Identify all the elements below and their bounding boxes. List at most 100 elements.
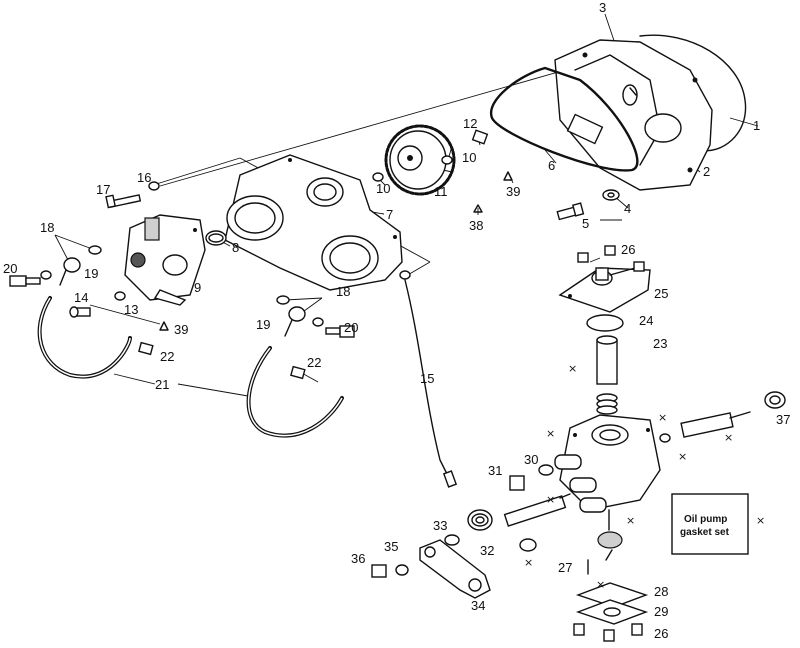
part-3-pin [629,87,637,96]
part-2-cover-housing [554,39,713,191]
callout-38: 38 [469,218,483,233]
callout-4: 4 [624,201,631,216]
callout-35: 35 [384,539,398,554]
callout-7: 7 [386,207,393,222]
callout-20a: 20 [3,261,17,276]
part-24-o-ring [586,314,624,332]
part-39-key-b [159,321,169,331]
part-6-belt [489,66,639,172]
part-25-cover [558,267,651,313]
part-14-check-valve [69,306,91,318]
part-38-key [473,204,483,213]
part-9-oil-pump [124,214,206,306]
part-37-seal [764,391,786,409]
callout-39b: 39 [174,322,188,337]
callout-3: 3 [599,0,606,15]
callout-33: 33 [433,518,447,533]
kit-mark: × [546,493,555,506]
part-23-piston [596,335,618,385]
part-36-nut [371,564,387,578]
kit-label-line1: Oil pump [684,514,727,525]
callout-2: 2 [703,164,710,179]
kit-mark: × [546,427,555,440]
part-26-screws-top [577,245,645,272]
kit-mark: × [756,514,765,527]
callout-17: 17 [96,182,110,197]
callout-26a: 26 [621,242,635,257]
part-10-washer-b [372,172,384,182]
part-4-washer [602,189,620,201]
part-33-washer [444,534,460,546]
part-21-oil-hose-a [37,296,132,379]
callout-18a: 18 [40,220,54,235]
callout-20b: 20 [344,320,358,335]
part-32-spring [467,509,493,531]
kit-mark: × [568,362,577,375]
callout-15: 15 [420,371,434,386]
pump-gear-shaft [597,509,623,561]
callout-9: 9 [194,280,201,295]
callout-22b: 22 [307,355,321,370]
callout-19b: 19 [256,317,270,332]
callout-30: 30 [524,452,538,467]
callout-32: 32 [480,543,494,558]
kit-label-line2: gasket set [680,527,730,538]
part-35-washer [395,564,409,576]
callout-12: 12 [463,116,477,131]
part-1-gasket [639,34,747,152]
callout-39a: 39 [506,184,520,199]
part-29-cover-plate [575,599,649,625]
right-shaft [680,411,751,438]
callout-36: 36 [351,551,365,566]
part-13-washer [114,291,126,301]
callout-10a: 10 [462,150,476,165]
part-17-screw [105,194,142,209]
callout-labels: 1 2 3 4 5 6 7 8 9 10 10 11 12 13 14 15 1… [3,0,790,641]
part-20-banjo-bolt-a [9,270,52,287]
callout-25: 25 [654,286,668,301]
callout-16: 16 [137,170,151,185]
callout-31: 31 [488,463,502,478]
callout-8: 8 [232,240,239,255]
gasket-set-kit-box: Oil pump gasket set [671,493,749,555]
part-19-banjo-fitting-a [59,257,81,286]
part-34-lever [419,539,491,599]
part-19-banjo-fitting-b [284,306,306,337]
kit-mark: × [678,450,687,463]
callout-6: 6 [548,158,555,173]
callout-1: 1 [753,118,760,133]
part-10-washer-a [441,155,453,165]
part-21-oil-hose-b [246,346,344,438]
seal-lower [519,538,537,552]
part-31-plug [509,475,525,491]
part-18-washer-a [88,245,102,255]
callout-23: 23 [653,336,667,351]
part-26-screws-bottom [573,623,643,642]
oil-pump-body [554,414,661,513]
callout-11: 11 [434,184,448,199]
part-8-o-ring [205,230,227,246]
part-16-washer [148,181,160,191]
callout-14: 14 [74,290,88,305]
callout-5: 5 [582,216,589,231]
kit-mark: × [658,411,667,424]
spring-top [596,393,618,415]
callout-37: 37 [776,412,790,427]
callout-22a: 22 [160,349,174,364]
callout-26b: 26 [654,626,668,641]
kit-mark: × [724,431,733,444]
part-15-cable [399,270,458,488]
part-39-key-a [503,171,513,181]
drive-shaft [503,493,571,527]
callout-13: 13 [124,302,138,317]
part-12-nut [471,129,489,145]
callout-19a: 19 [84,266,98,281]
callout-10b: 10 [376,181,390,196]
part-11-gear [384,124,456,196]
part-22-clip-a [138,341,154,356]
callout-27: 27 [558,560,572,575]
callout-21: 21 [155,377,169,392]
small-o-ring-right [659,433,671,443]
kit-mark: × [524,556,533,569]
